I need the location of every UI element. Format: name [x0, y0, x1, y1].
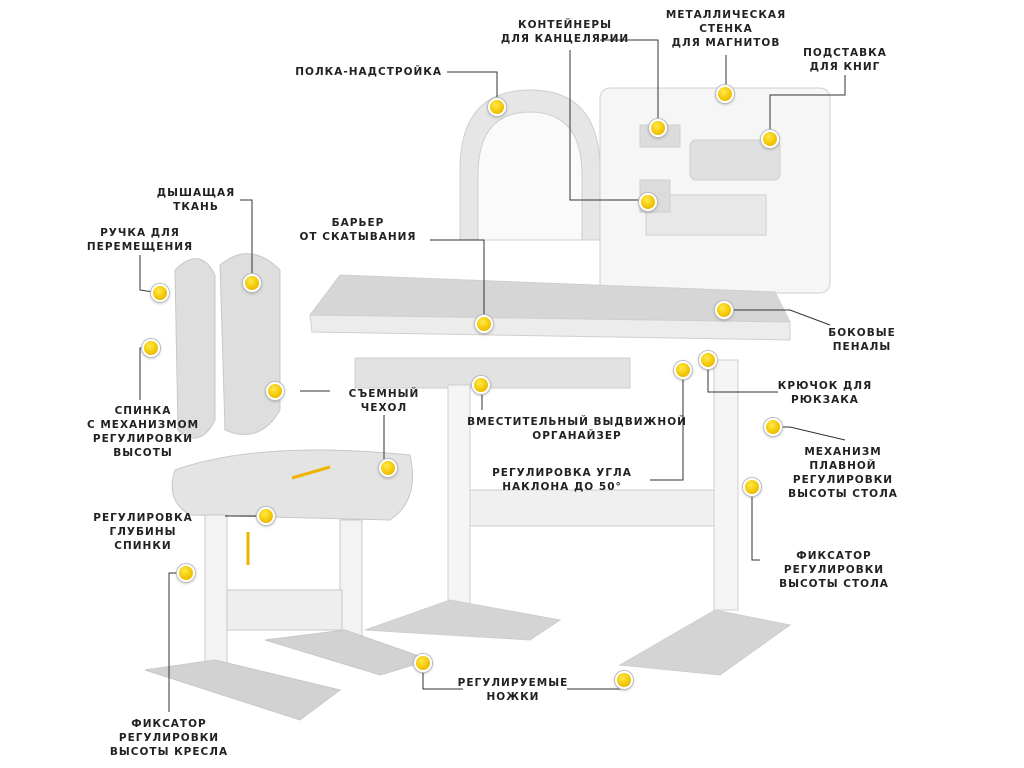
marker-cover [379, 459, 397, 477]
marker-hook [699, 351, 717, 369]
marker-backrest [266, 382, 284, 400]
marker-metal-wall [716, 85, 734, 103]
chair [144, 253, 432, 721]
marker-containers [649, 119, 667, 137]
marker-containers-2 [639, 193, 657, 211]
marker-fabric [243, 274, 261, 292]
marker-chair-lock [177, 564, 195, 582]
marker-handle [151, 284, 169, 302]
marker-tilt [674, 361, 692, 379]
marker-shelf [488, 98, 506, 116]
marker-book-stand [761, 130, 779, 148]
marker-barrier [475, 315, 493, 333]
marker-side-cases [715, 301, 733, 319]
marker-backrest-height [142, 339, 160, 357]
marker-back-depth [257, 507, 275, 525]
adjustment-arrows [246, 465, 331, 565]
marker-crank [764, 418, 782, 436]
marker-organizer [472, 376, 490, 394]
marker-feet-1 [414, 654, 432, 672]
marker-feet-2 [615, 671, 633, 689]
marker-table-lock [743, 478, 761, 496]
label-shelf: ПОЛКА-НАДСТРОЙКА [295, 66, 442, 78]
